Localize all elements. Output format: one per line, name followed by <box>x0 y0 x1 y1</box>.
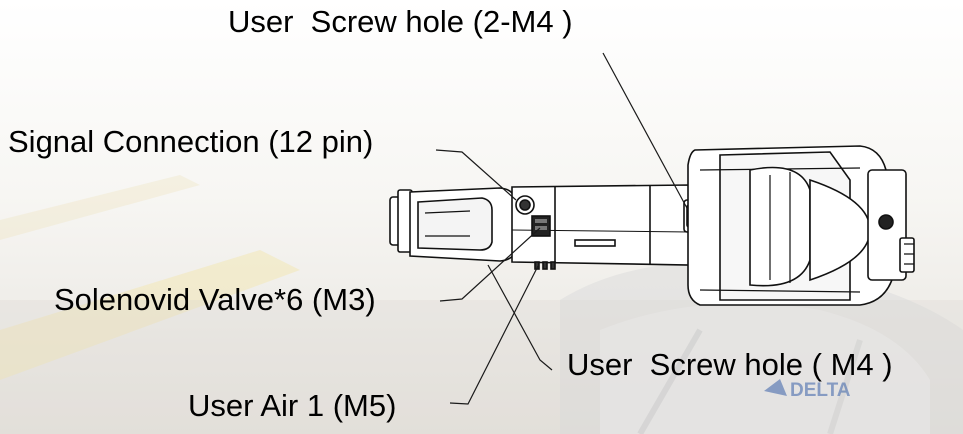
robot-arm-drawing <box>389 145 915 306</box>
label-signal-connection: Signal Connection (12 pin) <box>8 124 374 159</box>
leader-lines <box>435 52 689 405</box>
watermark-brand: DELTA <box>790 380 851 401</box>
label-solenoid-valve: Solenovid Valve*6 (M3) <box>54 282 376 317</box>
label-user-air: User Air 1 (M5) <box>188 388 397 423</box>
label-user-screw-hole-2m4: User Screw hole (2-M4 ) <box>228 4 573 39</box>
label-user-screw-hole-m4: User Screw hole ( M4 ) <box>567 347 893 382</box>
delta-logo-icon: DELTA <box>764 379 851 401</box>
